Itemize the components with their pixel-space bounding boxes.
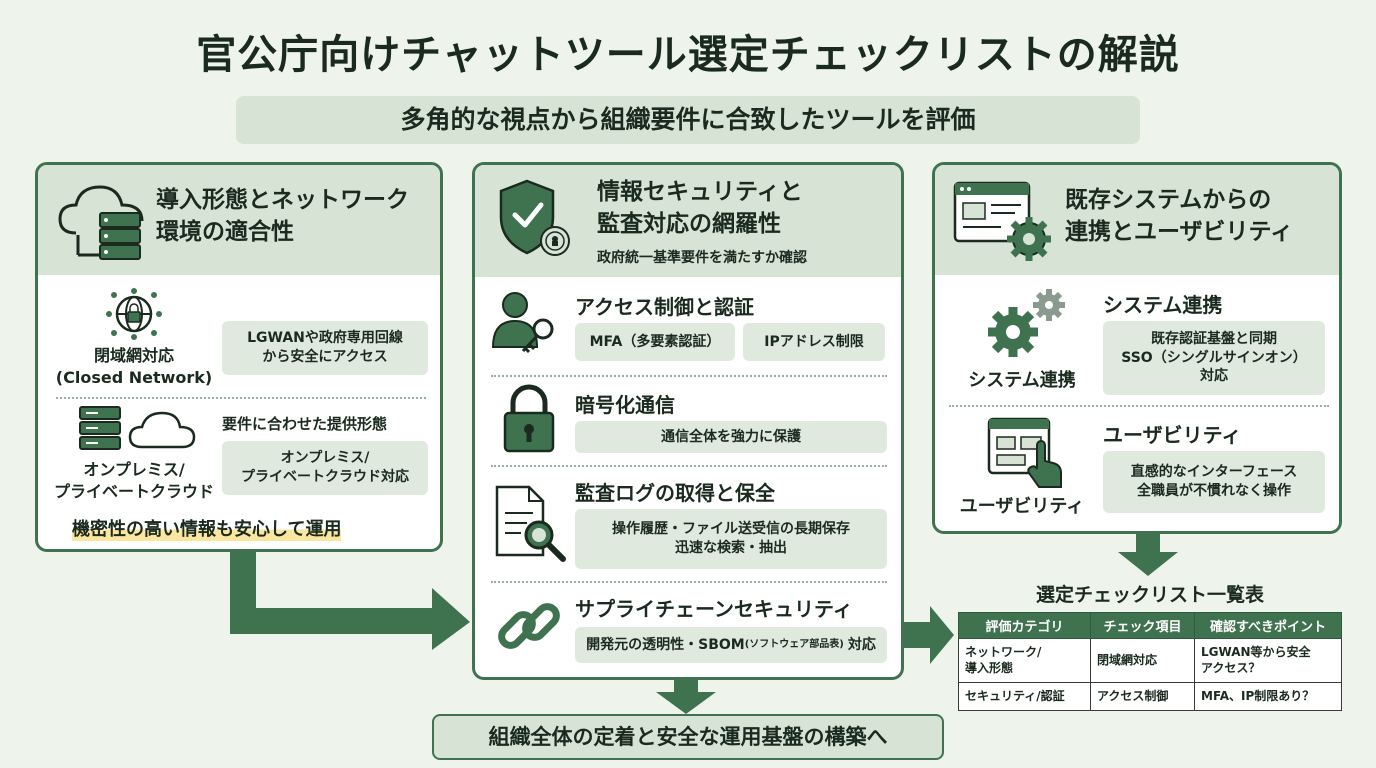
usability-title: ユーザビリティ [1103, 423, 1242, 447]
gears-icon [988, 289, 1065, 357]
encryption-chip: 通信全体を強力に保護 [575, 421, 887, 453]
panel-deployment-network: 導入形態とネットワーク 環境の適合性 閉域網対応 (Closed Network… [35, 162, 443, 552]
usability-chip-2: 全職員が不慣れなく操作 [1137, 483, 1291, 499]
panel2-divider-3 [491, 581, 887, 583]
audit-log-chip-1: 操作履歴・ファイル送受信の長期保存 [612, 521, 850, 538]
padlock-icon [503, 384, 555, 453]
integration-chip: 既存認証基盤と同期 SSO（シングルサインオン） 対応 [1103, 321, 1325, 395]
touch-screen-icon [987, 417, 1062, 488]
onprem-chip: オンプレミス/ プライベートクラウド対応 [222, 441, 428, 495]
usability-label: ユーザビリティ [959, 496, 1085, 517]
table-row: ネットワーク/ 導入形態 閉域網対応 LGWAN等から安全 アクセス？ [958, 638, 1342, 683]
panel1-divider [56, 397, 426, 399]
encryption-title: 暗号化通信 [575, 393, 675, 417]
access-control-title: アクセス制御と認証 [575, 295, 754, 319]
panel-integration-usability: 既存システムからの 連携とユーザビリティ システム連携 システム連携 既存認証基… [932, 162, 1342, 534]
arrow-panel3-to-table [1118, 534, 1178, 576]
integration-chip-1: 既存認証基盤と同期 [1151, 330, 1277, 347]
integration-title: システム連携 [1103, 293, 1223, 317]
onprem-label: オンプレミス/ プライベートクラウド [46, 459, 222, 502]
cloud-server-icon [58, 185, 144, 260]
audit-log-title: 監査ログの取得と保全 [575, 481, 775, 505]
checklist-table-title: 選定チェックリスト一覧表 [1035, 584, 1264, 606]
mfa-chip: MFA（多要素認証） [575, 323, 735, 361]
panel-deployment-network-title-1: 導入形態とネットワーク [156, 187, 409, 213]
closed-network-chip: LGWANや政府専用回線 から安全にアクセス [222, 321, 428, 375]
closed-network-chip-2: から安全にアクセス [262, 349, 388, 365]
onprem-chip-1: オンプレミス/ [280, 450, 370, 467]
table-cell: アクセス制御 [1090, 682, 1195, 711]
table-cell: LGWAN等から安全 アクセス？ [1194, 638, 1342, 683]
audit-log-chip-2: 迅速な検索・抽出 [675, 540, 787, 556]
globe-lock-icon [106, 288, 162, 340]
document-search-icon [495, 485, 566, 562]
page-title: 官公庁向けチャットツール選定チェックリストの解説 [196, 32, 1180, 78]
closed-network-label: 閉域網対応 (Closed Network) [48, 345, 220, 388]
panel-security-audit-title-1: 情報セキュリティと [597, 179, 803, 205]
panel-security-audit: 情報セキュリティと 監査対応の網羅性 政府統一基準要件を満たすか確認 アクセス制… [472, 162, 904, 680]
onprem-label-1: オンプレミス/ [83, 460, 185, 479]
panel-integration-usability-header: 既存システムからの 連携とユーザビリティ [935, 165, 1339, 275]
table-cell: MFA、IP制限あり？ [1194, 682, 1342, 711]
supply-chain-title: サプライチェーンセキュリティ [575, 597, 853, 621]
page-subtitle: 多角的な視点から組織要件に合致したツールを評価 [236, 96, 1140, 144]
confidential-highlight: 機密性の高い情報も安心して運用 [72, 515, 342, 541]
panel-security-audit-title-2: 監査対応の網羅性 [597, 211, 781, 237]
table-header-category: 評価カテゴリ [958, 612, 1091, 639]
checklist-table: 評価カテゴリ チェック項目 確認すべきポイント ネットワーク/ 導入形態 閉域網… [958, 612, 1342, 711]
integration-chip-2: SSO（シングルサインオン） [1121, 349, 1307, 366]
checklist-table-header-row: 評価カテゴリ チェック項目 確認すべきポイント [958, 612, 1342, 639]
server-cloud-icon [79, 406, 196, 450]
bottom-banner: 組織全体の定着と安全な運用基盤の構築へ [432, 714, 944, 760]
panel-security-audit-header: 情報セキュリティと 監査対応の網羅性 政府統一基準要件を満たすか確認 [475, 165, 901, 277]
onprem-label-2: プライベートクラウド [53, 481, 214, 501]
supply-chain-chip-small: (ソフトウェア部品表) [744, 639, 844, 651]
shield-check-icon [499, 179, 570, 256]
panel-deployment-network-title-2: 環境の適合性 [156, 219, 294, 245]
panel-security-audit-note: 政府統一基準要件を満たすか確認 [597, 250, 807, 266]
usability-chip-1: 直感的なインターフェース [1130, 464, 1298, 481]
onprem-chip-2: プライベートクラウド対応 [241, 469, 409, 485]
arrow-panel1-to-panel2 [230, 552, 470, 650]
panel-integration-usability-title-1: 既存システムからの [1065, 187, 1272, 213]
closed-network-label-1: 閉域網対応 [93, 346, 174, 365]
supply-chain-chip-b: 対応 [847, 636, 876, 653]
table-cell: 閉域網対応 [1090, 638, 1195, 683]
table-cell: セキュリティ/認証 [958, 682, 1091, 711]
onprem-heading: 要件に合わせた提供形態 [222, 415, 388, 433]
usability-chip: 直感的なインターフェース 全職員が不慣れなく操作 [1103, 451, 1325, 513]
arrow-panel2-to-banner [656, 680, 716, 714]
integration-chip-3: 対応 [1200, 368, 1228, 385]
table-header-point: 確認すべきポイント [1194, 612, 1342, 639]
chain-link-icon [498, 603, 560, 649]
user-key-icon [491, 292, 554, 354]
supply-chain-chip-a: 開発元の透明性・SBOM [586, 636, 745, 653]
closed-network-chip-1: LGWANや政府専用回線 [247, 330, 403, 347]
panel-deployment-network-header: 導入形態とネットワーク 環境の適合性 [38, 165, 440, 275]
panel2-divider-2 [491, 465, 887, 467]
panel2-divider-1 [491, 375, 887, 377]
table-cell: ネットワーク/ 導入形態 [958, 638, 1091, 683]
panel-integration-usability-title-2: 連携とユーザビリティ [1065, 219, 1294, 245]
table-row: セキュリティ/認証 アクセス制御 MFA、IP制限あり？ [958, 682, 1342, 711]
supply-chain-chip: 開発元の透明性・SBOM (ソフトウェア部品表) 対応 [575, 627, 887, 663]
window-gear-icon [953, 181, 1051, 261]
panel3-divider [949, 405, 1329, 407]
table-header-item: チェック項目 [1090, 612, 1195, 639]
arrow-panel2-to-table [904, 606, 954, 664]
ip-restriction-chip: IPアドレス制限 [743, 323, 885, 361]
integration-label: システム連携 [968, 370, 1076, 391]
closed-network-label-2: (Closed Network) [55, 367, 213, 387]
audit-log-chip: 操作履歴・ファイル送受信の長期保存 迅速な検索・抽出 [575, 509, 887, 569]
